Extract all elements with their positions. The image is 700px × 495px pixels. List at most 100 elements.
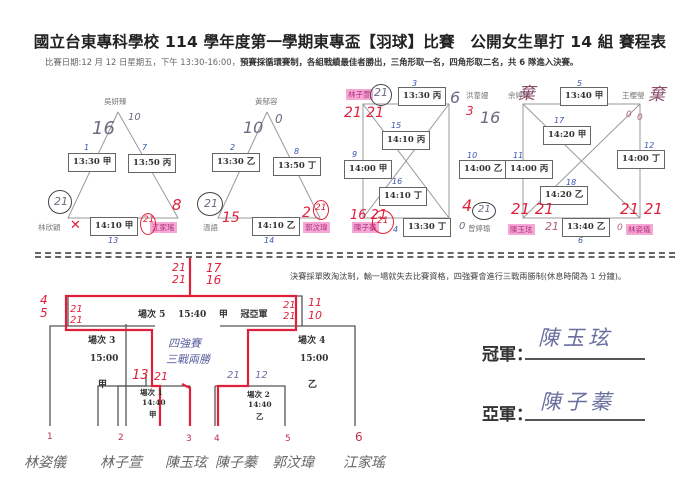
group-b-match-no-14: 14	[264, 236, 275, 245]
r2-score-left: 21	[227, 370, 240, 381]
group-a-score-right-a: 21	[143, 215, 155, 225]
subtitle-rule: 預賽採循環賽制，各組戰績最佳者勝出，三角形取一名，四角形取二名，共 6 隊進入決…	[239, 57, 579, 67]
group-d-bottom-left-player: 陳玉玹	[508, 224, 535, 235]
group-c-tl-circle	[370, 84, 392, 106]
group-d-match-no-6: 6	[578, 236, 584, 245]
group-d-match-5: 13:40 甲	[560, 87, 609, 106]
round-2-court: 乙	[256, 412, 264, 421]
group-c-br-circle	[472, 202, 496, 220]
r2-score-right: 12	[255, 370, 268, 381]
r3-score-left: 4 5	[40, 293, 48, 320]
group-b-win-circle	[197, 192, 223, 216]
group-b-score-top-right: 0	[275, 112, 283, 126]
group-a-match-no-7: 7	[142, 143, 148, 152]
group-d-score-br-zero: 0	[617, 223, 623, 233]
subtitle-date: 比賽日期:12 月 12 日星期五，下午 13:30-16:00，	[45, 57, 240, 67]
group-c-match-4: 13:30 丁	[403, 218, 452, 237]
seed-1: 1	[47, 432, 53, 442]
round-3-name: 場次 3	[88, 336, 116, 346]
group-a-score-right-b: 8	[172, 196, 182, 214]
seed-2: 2	[118, 433, 124, 443]
seed-3: 3	[186, 434, 192, 444]
group-c-score-top-mid: 6	[450, 88, 461, 107]
group-b-score-right-a: 2	[302, 205, 311, 221]
group-c-score-br-circle: 21	[478, 204, 491, 215]
group-c-bl-circle	[372, 210, 394, 234]
round-2-time: 14:40	[248, 400, 272, 409]
round-5-label: 場次 5 15:40 甲 冠亞軍	[138, 307, 267, 320]
group-d-match-12: 14:00 丁	[617, 150, 666, 169]
group-d-match-18: 14:20 乙	[540, 186, 589, 205]
group-c-match-no-15: 15	[391, 121, 402, 130]
runner-up-name: 陳子蓁	[540, 390, 615, 414]
group-a-match-7: 13:50 丙	[128, 154, 177, 173]
group-a-score-top-right: 10	[128, 112, 141, 123]
group-a-score-top-left: 16	[92, 118, 115, 139]
group-d-match-no-12: 12	[644, 141, 655, 150]
finalist-1: 林姿儀	[24, 455, 66, 471]
round-1-time: 14:40	[142, 398, 166, 407]
group-c-match-15: 14:10 丙	[382, 131, 431, 150]
round-5-name: 場次 5	[138, 310, 166, 320]
group-b-match-14: 14:10 乙	[252, 217, 301, 236]
group-c-match-9: 14:00 甲	[344, 160, 393, 179]
group-d-score-bl: 21 21	[511, 200, 554, 218]
seed-4: 4	[214, 434, 220, 444]
group-d-match-no-17: 17	[554, 116, 565, 125]
group-c-match-no-3: 3	[412, 79, 418, 88]
group-a-match-13: 14:10 甲	[90, 217, 139, 236]
finalist-3: 陳玉玹	[165, 455, 207, 471]
group-c-match-16: 14:10 丁	[379, 187, 428, 206]
group-c-score-tr-b: 16	[480, 108, 501, 127]
group-c-top-left-player: 林子萱	[346, 89, 373, 100]
handwritten-note-line1: 四強賽	[168, 337, 201, 350]
group-d-match-no-5: 5	[577, 79, 583, 88]
group-d-score-br: 21 21	[620, 200, 663, 218]
group-c-match-no-9: 9	[352, 150, 358, 159]
group-d-match-no-18: 18	[566, 178, 577, 187]
r1-score-right: 21	[154, 370, 168, 383]
finalist-2: 林子萱	[100, 455, 142, 471]
finalist-4: 陳子蓁	[215, 455, 257, 471]
group-b-score-left-b: 15	[222, 210, 240, 226]
group-d-score-tr-zero2: 0	[637, 113, 643, 123]
group-c-score-br-a: 4	[462, 196, 473, 215]
final-score-right: 17 16	[206, 261, 222, 287]
final-score-left: 21 21	[172, 261, 186, 286]
group-b-match-no-2: 2	[230, 143, 236, 152]
round-3-court: 甲	[98, 380, 108, 390]
group-d-forfeit-mark-right: 棄	[648, 85, 665, 105]
group-c-match-no-4: 4	[393, 225, 399, 234]
group-c-match-no-10: 10	[467, 151, 478, 160]
r4-score-right: 11 10	[308, 296, 322, 322]
seed-5: 5	[285, 434, 291, 444]
runner-up-underline	[525, 419, 645, 421]
round-5-time: 15:40	[177, 310, 207, 320]
round-1-name: 場次 1	[140, 388, 163, 397]
round-3-time: 15:00	[90, 354, 119, 364]
group-b-score-right-b: 21	[315, 203, 327, 213]
group-c-score-br-zero: 0	[459, 221, 466, 232]
champion-name: 陳玉玹	[538, 326, 613, 350]
group-b-right-player: 郭汶瑋	[303, 222, 330, 233]
group-d-bottom-right-player: 林姿儀	[626, 224, 653, 235]
group-d-match-6: 13:40 乙	[562, 218, 611, 237]
group-d-match-11: 14:00 丙	[505, 160, 554, 179]
group-c-score-bl-circle: 21	[377, 216, 389, 226]
r4-score-left: 21 21	[283, 300, 296, 322]
group-c-score-tl: 21 21	[344, 105, 385, 121]
group-a-left-player: 林欣穎	[38, 223, 61, 232]
handwritten-note-line2: 三戰兩勝	[166, 353, 210, 366]
r3-score-right: 21 21	[70, 304, 83, 326]
round-4-court: 乙	[308, 380, 318, 390]
champion-underline	[525, 358, 645, 360]
group-a-left-mark: ✕	[70, 218, 81, 233]
group-d-forfeit-mark-left: 棄	[518, 84, 535, 104]
round-4-time: 15:00	[300, 354, 329, 364]
group-c-bottom-right-player: 曾婷瑜	[468, 224, 491, 233]
group-d-top-left-player: 余婷瑄	[508, 91, 531, 100]
group-c-bottom-left-player: 陳子蓁	[352, 222, 379, 233]
group-c-score-tr-a: 3	[466, 104, 474, 118]
round-1-court: 甲	[149, 410, 157, 419]
group-a-win-circle	[48, 190, 72, 214]
